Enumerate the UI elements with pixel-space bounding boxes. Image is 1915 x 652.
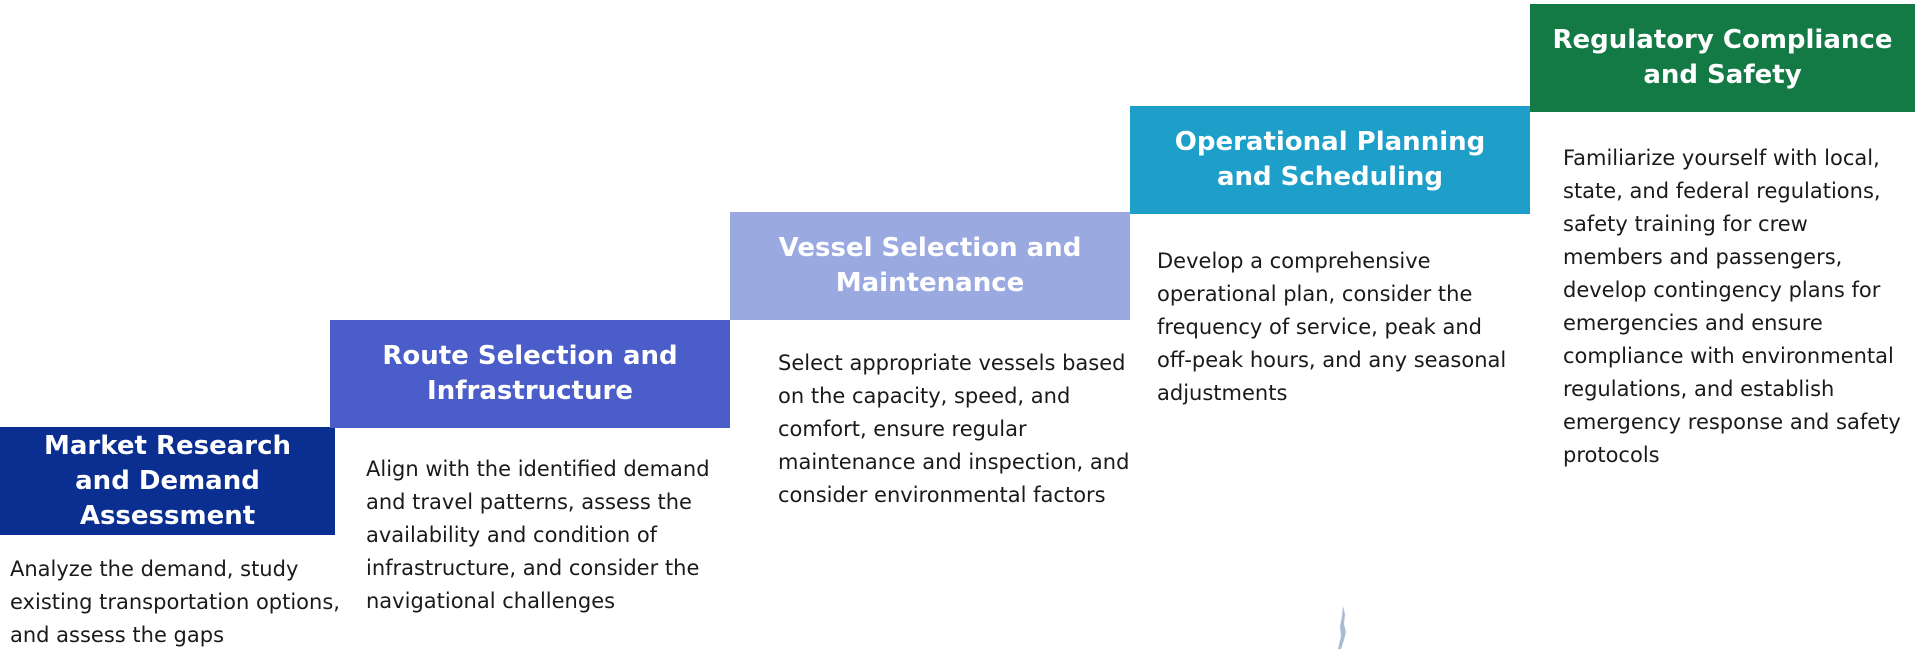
step-1-header: Market Research and Demand Assessment [0,427,335,535]
step-3-header: Vessel Selection and Maintenance [730,212,1130,320]
step-2-header: Route Selection and Infrastructure [330,320,730,428]
step-4-description: Develop a comprehensive operational plan… [1157,249,1507,405]
step-3-description: Select appropriate vessels based on the … [778,351,1130,507]
step-5-title: Regulatory Compliance and Safety [1552,25,1893,90]
step-2-title: Route Selection and Infrastructure [382,341,678,406]
step-4-header: Operational Planning and Scheduling [1130,106,1530,214]
step-5-description: Familiarize yourself with local, state, … [1563,146,1901,467]
step-3-title: Vessel Selection and Maintenance [778,233,1082,298]
step-4-title: Operational Planning and Scheduling [1174,127,1486,192]
step-1-title: Market Research and Demand Assessment [44,430,291,531]
step-5-header: Regulatory Compliance and Safety [1530,4,1915,112]
step-2-description: Align with the identified demand and tra… [366,457,710,613]
step-1-description: Analyze the demand, study existing trans… [10,557,340,647]
decorative-mark [1338,606,1346,649]
